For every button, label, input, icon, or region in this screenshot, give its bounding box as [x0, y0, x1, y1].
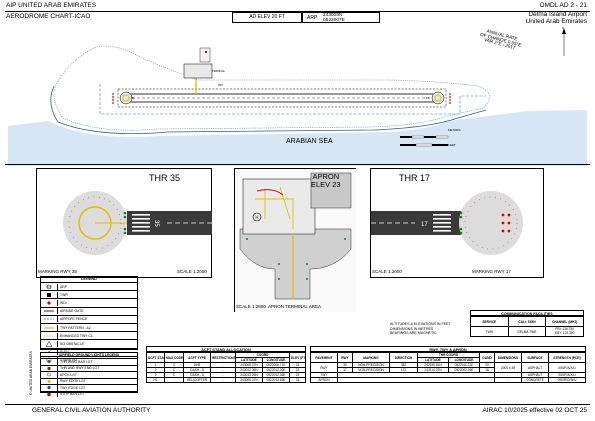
- thr17-scale: SCALE 1:2000: [372, 269, 402, 274]
- thr17-title: THR 17: [399, 173, 431, 183]
- aerodrome-map-svg: TERMINAL WDI 35 17 N: [8, 26, 587, 166]
- legend-title: LEGEND: [41, 277, 137, 283]
- rwy-twy-apron-table: RWY, TWY & APRON PAVEMENT RWY MARKING DI…: [310, 346, 586, 383]
- col-header: PAVEMENT: [310, 352, 338, 363]
- col-header: STRENGTH (PCR): [548, 352, 586, 363]
- legend-item: TWY PATTERN - A2: [41, 324, 137, 333]
- svg-text:35: 35: [153, 220, 159, 227]
- scale-feet-label: FEET: [448, 143, 456, 147]
- scale-metres-label: METRES: [448, 128, 461, 132]
- col-header: SURFACE: [521, 352, 549, 363]
- legend-item: TWR: [41, 291, 137, 300]
- legend-item: WDI: [41, 299, 137, 308]
- col-header: SERVICE: [470, 316, 509, 327]
- light-item: STOP BAR LGT: [41, 391, 137, 397]
- legend-item: AIRSIDE GATE: [41, 308, 137, 316]
- ad-elev: AD ELEV 20 FT: [249, 14, 285, 20]
- col-header: DIRECTION: [389, 352, 418, 363]
- thr17-marking: MARKING RWY 17: [472, 269, 511, 274]
- units-note: ALTITUDES & ELEVATIONS IN FEET DIMENSION…: [390, 322, 451, 336]
- col-header: ACFT TYPE: [183, 352, 211, 363]
- col-header: GUND: [479, 352, 495, 363]
- col-header: RWY: [337, 352, 353, 363]
- arp-lon: 0522007E: [323, 17, 345, 23]
- legend-item: ARP: [41, 283, 137, 292]
- thr17-svg: 17: [371, 191, 523, 255]
- svg-text:17: 17: [421, 222, 428, 228]
- light-item: APCH LGT: [41, 372, 137, 379]
- side-copyright: © UNITED ARAB EMIRATES: [29, 350, 33, 395]
- thr35-scale: SCALE 1:2000: [177, 269, 207, 274]
- arp-box: ARP 243008N 0522007E: [302, 12, 380, 23]
- col-header: CHANNEL (MHZ): [545, 316, 584, 327]
- svg-text:WDI: WDI: [218, 84, 223, 87]
- divider-upper: [5, 164, 590, 165]
- svg-text:H: H: [256, 215, 259, 220]
- thr35-panel: 35 THR 35: [36, 168, 212, 278]
- apron-title: APRON ELEV 23: [311, 172, 341, 189]
- arp-lat: 243008N: [323, 12, 343, 18]
- stand-allocation-table: ACFT STAND ALLOCATION ACFT STAND MAX COD…: [146, 346, 306, 383]
- legend-item: NO OBSTACLE: [41, 340, 137, 349]
- svg-text:TERMINAL: TERMINAL: [212, 69, 226, 73]
- col-header: ELEV (FT): [289, 352, 306, 363]
- apron-scale: SCALE 1:2800: [236, 304, 266, 309]
- page-ref: OMDL AD 2 - 21: [539, 2, 587, 9]
- main-aerodrome-map: TERMINAL WDI 35 17 N ANNUAL RATE OF CHAN…: [8, 26, 587, 166]
- apron-area: APRON TERMINAL AREA: [268, 304, 322, 309]
- light-item: TWY EDGE LGT: [41, 385, 137, 392]
- col-header: MAX CODE: [164, 352, 184, 363]
- ad-elev-box: AD ELEV 20 FT: [232, 12, 302, 23]
- rwy-35-label: 35: [131, 96, 135, 100]
- svg-text:N: N: [562, 26, 564, 30]
- airport-name: Delma Island Airport: [528, 11, 587, 18]
- light-item: THR WING BAR LGT: [41, 359, 137, 366]
- stand-table-title: ACFT STAND ALLOCATION: [146, 346, 306, 352]
- thr35-marking: MARKING RWY 35: [38, 269, 77, 274]
- apron-svg: H: [235, 169, 356, 312]
- footer-airac: AIRAC 10/2025 effective 02 OCT 25: [482, 407, 587, 414]
- legend-item: AIRPORT FENCE: [41, 316, 137, 324]
- apron-panel: H APRON ELEV 23: [234, 168, 356, 312]
- comm-title: COMMUNICATION FACILITIES: [470, 310, 584, 316]
- light-item: RWY EDGE LGT: [41, 378, 137, 385]
- rwy-table-title: RWY, TWY & APRON: [310, 346, 586, 352]
- col-header: DIMENSIONS: [494, 352, 522, 363]
- thr17-panel: 17 THR 17: [370, 168, 544, 278]
- sea-label: ARABIAN SEA: [286, 138, 333, 145]
- footer-authority: GENERAL CIVIL AVIATION AUTHORITY: [32, 407, 151, 414]
- table-row: TWR DELMA TWR PRI: 126.750 SRY: 122.300: [470, 326, 584, 337]
- chart-title: AERODROME CHART-ICAO: [6, 13, 91, 20]
- rwy-17-label: 17: [426, 96, 430, 100]
- thr35-title: THR 35: [149, 173, 181, 183]
- col-header: ACFT STAND: [146, 352, 165, 363]
- col-header: RESTRICTIONS: [210, 352, 236, 363]
- legend-item: ENHANCED TWY CL: [41, 332, 137, 341]
- thr35-svg: 35: [63, 191, 212, 255]
- comm-facilities-table: COMMUNICATION FACILITIES SERVICE CALL SI…: [470, 310, 584, 337]
- light-item: THR AND RWY END LGT: [41, 365, 137, 372]
- header-rule: [5, 11, 590, 12]
- footer-rule: [5, 404, 590, 405]
- col-header: MARKING: [352, 352, 390, 363]
- country-name: United Arab Emirates: [525, 18, 587, 25]
- ground-lights-legend: AIRFIELD GROUND LIGHTS LEGEND THR WING B…: [40, 352, 138, 397]
- legend-box: LEGEND ARP TWR WDI AIRSIDE GATE AIRPORT …: [40, 276, 138, 364]
- ground-lights-title: AIRFIELD GROUND LIGHTS LEGEND: [41, 353, 137, 359]
- arp-label: ARP: [307, 15, 318, 21]
- col-header: CALL SIGN: [507, 316, 547, 327]
- aip-title: AIP UNITED ARAB EMIRATES: [6, 2, 97, 9]
